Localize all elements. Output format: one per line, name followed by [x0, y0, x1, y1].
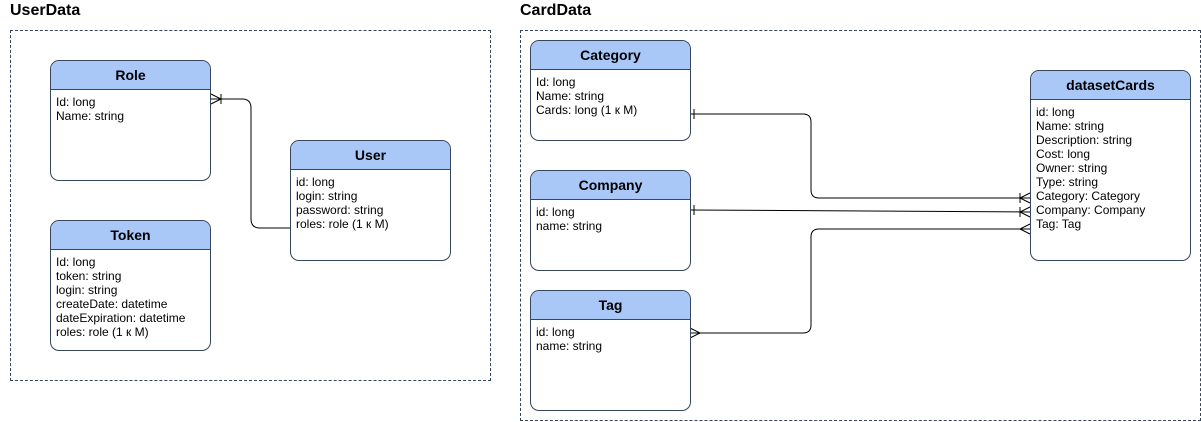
entity-field: Name: string — [56, 109, 125, 123]
entity-field: id: long — [536, 325, 575, 339]
entity-field: roles: role (1 к М) — [56, 325, 149, 339]
group-title-carddata: CardData — [520, 2, 592, 19]
userdata-group-frame — [10, 30, 491, 381]
entity-user-title: User — [291, 141, 450, 170]
connector-tag-end-crowfoot — [689, 327, 702, 339]
entity-field: roles: role (1 к М) — [296, 217, 389, 231]
entity-field: Tag: Tag — [1036, 217, 1082, 231]
entity-field: Company: Company — [1036, 203, 1146, 217]
entity-field: name: string — [536, 219, 603, 233]
entity-company-fields: id: long name: string — [531, 200, 690, 233]
entity-company-title: Company — [531, 171, 690, 200]
entity-field: login: string — [296, 189, 358, 203]
entity-token-title: Token — [51, 221, 210, 250]
group-title-userdata: UserData — [10, 2, 81, 19]
connector-tag-datasetcards — [690, 228, 1030, 334]
entity-field: token: string — [56, 269, 122, 283]
entity-field: Id: long — [536, 75, 576, 89]
entity-field: Category: Category — [1036, 189, 1141, 203]
entity-category-title: Category — [531, 41, 690, 70]
connector-user-role — [211, 98, 290, 229]
entity-datasetcards[interactable]: datasetCards id: long Name: string Descr… — [1030, 70, 1191, 261]
entity-field: Name: string — [1036, 119, 1105, 133]
entity-token-fields: Id: long token: string login: string cre… — [51, 250, 210, 339]
entity-datasetcards-fields: id: long Name: string Description: strin… — [1031, 100, 1190, 231]
entity-user[interactable]: User id: long login: string password: st… — [290, 140, 451, 261]
entity-field: Cards: long (1 к М) — [536, 103, 638, 117]
entity-field: Name: string — [536, 89, 605, 103]
entity-field: login: string — [56, 283, 118, 297]
entity-role[interactable]: Role Id: long Name: string — [50, 60, 211, 181]
entity-field: id: long — [296, 175, 335, 189]
entity-field: Description: string — [1036, 133, 1133, 147]
entity-field: createDate: datetime — [56, 297, 168, 311]
entity-company[interactable]: Company id: long name: string — [530, 170, 691, 271]
entity-field: dateExpiration: datetime — [56, 311, 186, 325]
entity-field: id: long — [1036, 105, 1075, 119]
entity-role-fields: Id: long Name: string — [51, 90, 210, 123]
entity-tag-fields: id: long name: string — [531, 320, 690, 353]
entity-tag[interactable]: Tag id: long name: string — [530, 290, 691, 411]
connector-user-role-role-end-crowfoot — [210, 93, 223, 105]
entity-datasetcards-title: datasetCards — [1031, 71, 1190, 100]
connector-company-datasetcards-end-crowfoot — [1018, 206, 1031, 218]
entity-field: Owner: string — [1036, 161, 1108, 175]
entity-user-fields: id: long login: string password: string … — [291, 170, 450, 231]
connector-category-datasetcards-end-crowfoot — [1018, 192, 1031, 204]
entity-tag-title: Tag — [531, 291, 690, 320]
entity-field: id: long — [536, 205, 575, 219]
connector-category-datasetcards — [690, 113, 1030, 199]
entity-field: Id: long — [56, 255, 96, 269]
entity-field: Id: long — [56, 95, 96, 109]
entity-field: Cost: long — [1036, 147, 1091, 161]
entity-category-fields: Id: long Name: string Cards: long (1 к М… — [531, 70, 690, 117]
entity-category[interactable]: Category Id: long Name: string Cards: lo… — [530, 40, 691, 141]
connector-tag-datasetcards-end-crowfoot — [1018, 223, 1031, 235]
entity-token[interactable]: Token Id: long token: string login: stri… — [50, 220, 211, 351]
entity-field: password: string — [296, 203, 384, 217]
entity-role-title: Role — [51, 61, 210, 90]
connector-company-datasetcards — [689, 209, 1031, 213]
entity-field: name: string — [536, 339, 603, 353]
entity-field: Type: string — [1036, 175, 1099, 189]
